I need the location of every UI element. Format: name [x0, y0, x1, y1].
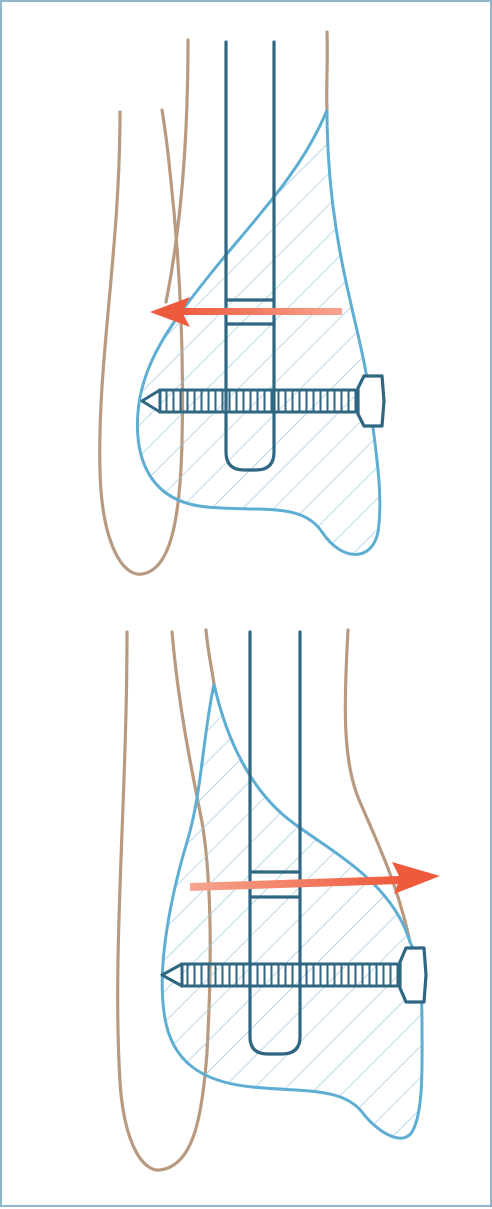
bone-fragment-top [137, 110, 379, 555]
bone-fragment-bottom [162, 684, 422, 1138]
panel-top [100, 32, 384, 574]
panel-bottom [118, 630, 440, 1170]
